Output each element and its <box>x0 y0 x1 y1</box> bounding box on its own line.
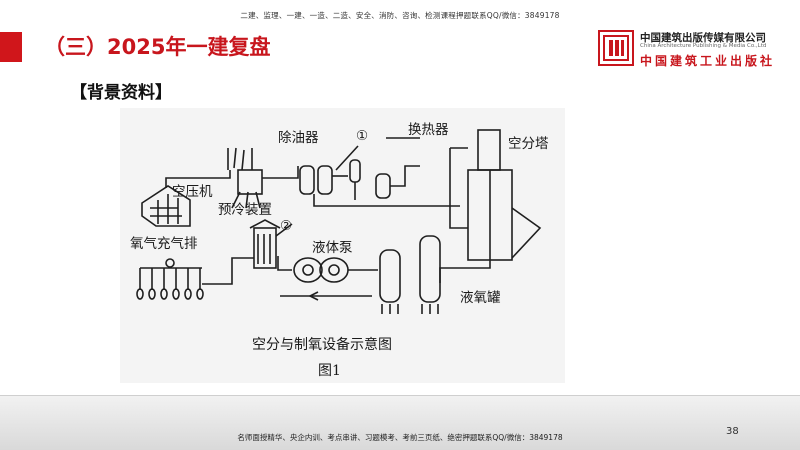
label-heat-exchanger: 换热器 <box>408 122 449 138</box>
footer-divider <box>0 395 800 396</box>
page-number: 38 <box>726 426 739 437</box>
label-air-separation-tower: 空分塔 <box>508 136 549 152</box>
label-liquid-oxygen-tank: 液氧罐 <box>460 290 501 306</box>
process-diagram-drawing <box>136 129 542 314</box>
page-title: （三）2025年一建复盘 <box>44 35 271 59</box>
publisher-name-cn: 中国建筑出版传媒有限公司 <box>640 32 766 44</box>
publisher-emblem-icon <box>598 30 634 66</box>
footer-background <box>0 395 800 450</box>
label-oxygen-filling-row: 氧气充气排 <box>130 236 198 252</box>
label-marker-2: ② <box>280 218 293 234</box>
label-marker-1: ① <box>356 128 369 144</box>
publisher-logo: 中国建筑出版传媒有限公司 China Architecture Publishi… <box>598 30 790 70</box>
publisher-name-en: China Architecture Publishing & Media Co… <box>640 43 767 49</box>
label-deoiler: 除油器 <box>278 130 319 146</box>
label-air-compressor: 空压机 <box>172 184 213 200</box>
section-heading: 【背景资料】 <box>70 83 172 103</box>
footer-contact-note: 名师面授精华、央企内训、考点串讲、习题模考、考前三页纸、绝密押题联系QQ/微信：… <box>237 433 563 442</box>
figure-number: 图1 <box>318 363 341 379</box>
label-precooling-unit: 预冷装置 <box>218 202 272 218</box>
title-accent-bar <box>0 32 22 62</box>
figure-caption: 空分与制氧设备示意图 <box>252 337 392 353</box>
top-contact-note: 二建、监理、一建、一造、二造、安全、消防、咨询、检测课程押题联系QQ/微信：38… <box>240 11 560 20</box>
publisher-name-cn2: 中国建筑工业出版社 <box>640 54 776 68</box>
label-liquid-pump: 液体泵 <box>312 240 353 256</box>
process-diagram-figure: 除油器 ① 换热器 空分塔 空压机 预冷装置 氧气充气排 ② 液体泵 液氧罐 空… <box>120 108 565 383</box>
